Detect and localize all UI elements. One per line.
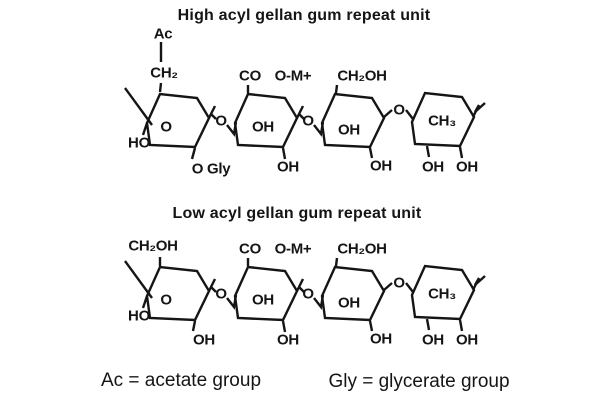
ring3-oh-inner-label: OH [338, 121, 360, 139]
ring1-ch2oh-label: CH₂OH [128, 237, 178, 255]
ring3-oh-lower-label: OH [370, 330, 392, 348]
ring1-oh-lower-label: OH [193, 331, 215, 349]
carboxyl-co-label: CO [239, 240, 261, 258]
ring2-oh-lower-label: OH [277, 331, 299, 349]
c6-ch2-bond [158, 82, 163, 93]
ring4-oh-lower-right-label: OH [456, 331, 478, 349]
ring3-ch2oh-label: CH₂OH [337, 67, 387, 85]
glycerate-legend: Gly = glycerate group [328, 371, 510, 392]
ring4-oh-lower-right-label: OH [456, 158, 478, 176]
ring3-oh-inner-label: OH [338, 294, 360, 312]
ring4-oh-lower-left-label: OH [422, 331, 444, 349]
ring1-ho-label: HO [128, 134, 150, 152]
ring1-ho-label: HO [128, 307, 150, 325]
glycerate-o-gly-label: O Gly [191, 160, 231, 178]
ring1-oh-bond [191, 320, 197, 332]
high-acyl-title: High acyl gellan gum repeat unit [177, 7, 431, 24]
carboxylate-o-m-label: O-M+ [274, 67, 312, 85]
glycosidic-o-1-2-label: O [215, 112, 227, 130]
ring2-oh-inner-label: OH [252, 118, 274, 136]
glycosidic-o-3-4-label: O [393, 274, 405, 292]
acetate-substituent-label: Ac [153, 25, 173, 43]
carboxyl-co-label: CO [239, 67, 261, 85]
ring3-ch2oh-label: CH₂OH [337, 240, 387, 258]
ring4-ch3-label: CH₃ [428, 112, 456, 130]
carboxylate-o-m-label: O-M+ [274, 240, 312, 258]
ring1-oxygen-label: O [160, 118, 172, 136]
ring4-oh-lower-left-label: OH [422, 158, 444, 176]
ring2-oh-inner-label: OH [252, 291, 274, 309]
ring1-oxygen-label: O [160, 291, 172, 309]
high-acyl-extra-bonds [158, 42, 197, 160]
glycosidic-o-2-3-label: O [302, 112, 314, 130]
glycerate-bond [190, 147, 197, 160]
glycosidic-o-3-4-label: O [393, 101, 405, 119]
c6-ch2-label: CH₂ [150, 64, 178, 82]
ring4-ch3-label: CH₃ [428, 285, 456, 303]
low-acyl-title: Low acyl gellan gum repeat unit [172, 205, 422, 222]
acetate-legend: Ac = acetate group [100, 370, 262, 391]
ring2-oh-lower-label: OH [277, 158, 299, 176]
low-acyl-extra-bonds [158, 257, 197, 332]
ring3-oh-lower-label: OH [370, 157, 392, 175]
glycosidic-o-1-2-label: O [215, 285, 227, 303]
glycosidic-o-2-3-label: O [302, 285, 314, 303]
